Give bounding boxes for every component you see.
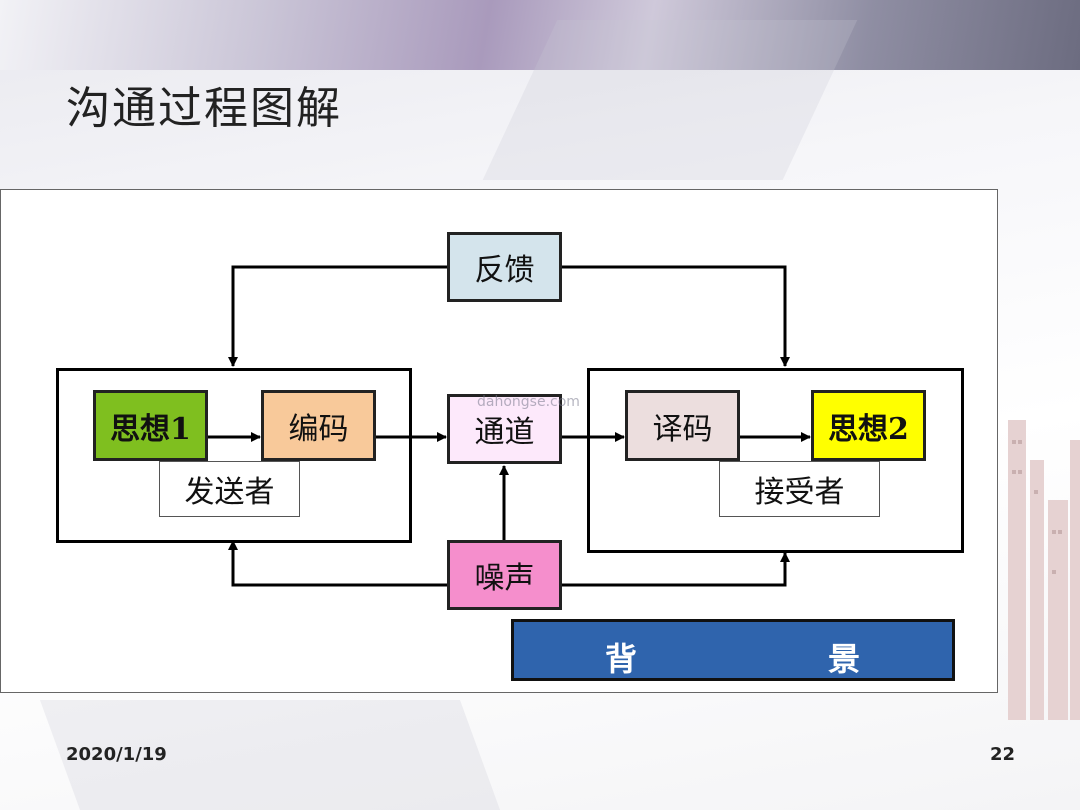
- slide-date: 2020/1/19: [66, 744, 167, 765]
- noise-to-sender-arrow: [228, 540, 447, 587]
- channel-box: 通道: [447, 394, 562, 464]
- background-label-right: 景: [828, 640, 861, 678]
- sender-group: [56, 368, 412, 543]
- page-number: 22: [990, 744, 1016, 765]
- thought2-box: 思想2: [811, 390, 926, 461]
- city-skyline-decoration: [1008, 420, 1080, 720]
- sender-label: 发送者: [159, 461, 300, 517]
- decode-box: 译码: [625, 390, 740, 461]
- background-label-left: 背: [605, 640, 638, 678]
- background-bar: 背 景: [511, 619, 955, 681]
- feedback-to-sender-arrow: [228, 265, 447, 367]
- thought1-box: 思想1: [93, 390, 208, 461]
- receiver-group: [587, 368, 964, 553]
- encode-box: 编码: [261, 390, 376, 461]
- feedback-to-receiver-arrow: [561, 265, 790, 367]
- feedback-box: 反馈: [447, 232, 562, 302]
- noise-box: 噪声: [447, 540, 562, 610]
- slide-title: 沟通过程图解: [66, 83, 342, 134]
- header-decoration: [0, 0, 1080, 70]
- connector-lines: [208, 265, 811, 587]
- receiver-label: 接受者: [719, 461, 880, 517]
- noise-to-receiver-arrow: [561, 552, 790, 587]
- watermark: dahongse.com: [477, 394, 580, 410]
- diagram-frame: 反馈 思想1 编码 发送者 通道 译码 思想2 接受者 噪声 背 景 dahon…: [0, 189, 998, 693]
